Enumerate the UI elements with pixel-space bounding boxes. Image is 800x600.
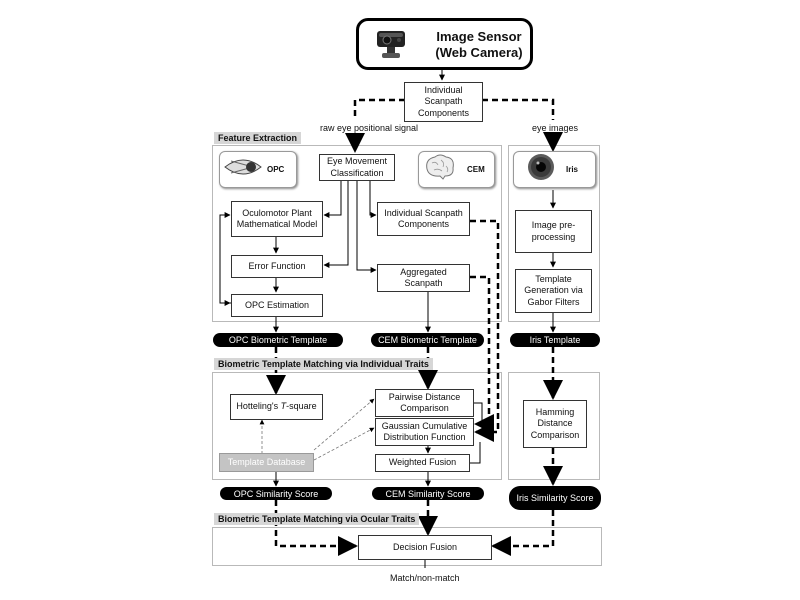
iris-similarity-score: Iris Similarity Score [509, 486, 601, 510]
arrow-eye-to-oculomotor [323, 181, 342, 218]
ocular-traits-section [212, 527, 602, 566]
output-label: Match/non-match [390, 573, 460, 583]
arrow-opc-estimation-back [219, 285, 231, 306]
web-camera-icon [373, 25, 411, 63]
arrow-pairwise-to-gaussian [474, 402, 483, 432]
top-scanpath-components-box: Individual Scanpath Components [404, 82, 483, 122]
hotelling-prefix: Hotteling's [236, 401, 281, 412]
cem-biometric-template: CEM Biometric Template [371, 333, 484, 347]
decision-fusion-box: Decision Fusion [358, 535, 492, 560]
oculomotor-plant-box: Oculomotor Plant Mathematical Model [231, 201, 323, 237]
dashed-iris-score-to-decision [491, 510, 555, 556]
error-function-box: Error Function [231, 255, 323, 278]
cem-card-label: CEM [467, 165, 485, 174]
sensor-title-line1: Image Sensor [436, 29, 522, 44]
hamming-distance-box: Hamming Distance Comparison [523, 400, 587, 448]
opc-biometric-template: OPC Biometric Template [213, 333, 343, 347]
opc-card: OPC [219, 151, 297, 188]
iris-card-label: Iris [566, 165, 579, 174]
hotelling-box: Hotteling's T-square [230, 394, 323, 420]
gaussian-cdf-box: Gaussian Cumulative Distribution Functio… [375, 418, 474, 446]
cem-card: CEM [418, 151, 495, 188]
opc-card-label: OPC [267, 165, 285, 174]
brain-icon [423, 153, 457, 186]
arrow-eye-to-error [323, 181, 349, 268]
dashed-individual-to-gaussian [470, 219, 500, 442]
sensor-title: Image Sensor (Web Camera) [429, 29, 529, 61]
weighted-fusion-box: Weighted Fusion [375, 454, 470, 472]
individual-traits-section [212, 372, 502, 480]
image-sensor-box: Image Sensor (Web Camera) [356, 18, 533, 70]
iris-template: Iris Template [510, 333, 600, 347]
individual-traits-title: Biometric Template Matching via Individu… [214, 358, 433, 370]
dashed-to-eye-images [482, 98, 555, 120]
template-database-box: Template Database [219, 453, 314, 472]
template-generation-box: Template Generation via Gabor Filters [515, 269, 592, 313]
sensor-title-line2: (Web Camera) [435, 45, 523, 60]
aggregated-scanpath-box: Aggregated Scanpath [377, 264, 470, 292]
iris-icon [526, 152, 556, 187]
eye-movement-classification-box: Eye Movement Classification [319, 154, 395, 181]
cem-similarity-score: CEM Similarity Score [372, 487, 484, 500]
opc-estimation-box: OPC Estimation [231, 294, 323, 317]
arrow-eye-to-aggregated [356, 181, 377, 273]
raw-signal-label: raw eye positional signal [320, 123, 419, 133]
pairwise-distance-box: Pairwise Distance Comparison [375, 389, 474, 417]
dashed-to-raw-signal [353, 98, 405, 120]
ocular-traits-title: Biometric Template Matching via Ocular T… [214, 513, 420, 525]
arrow-weighted-exit [470, 442, 481, 464]
eye-images-label: eye images [532, 123, 579, 133]
eye-cross-section-icon [223, 153, 263, 186]
image-preprocessing-box: Image pre-processing [515, 210, 592, 253]
hotelling-suffix: -square [286, 401, 317, 412]
arrow-eye-to-individual [369, 181, 377, 218]
dotted-db-to-gaussian [313, 427, 375, 461]
individual-scanpath-box: Individual Scanpath Components [377, 202, 470, 236]
feature-extraction-title: Feature Extraction [214, 132, 302, 144]
hotelling-italic: T [280, 401, 287, 412]
opc-similarity-score: OPC Similarity Score [220, 487, 332, 500]
iris-card: Iris [513, 151, 596, 188]
dotted-db-to-pairwise [313, 398, 375, 451]
